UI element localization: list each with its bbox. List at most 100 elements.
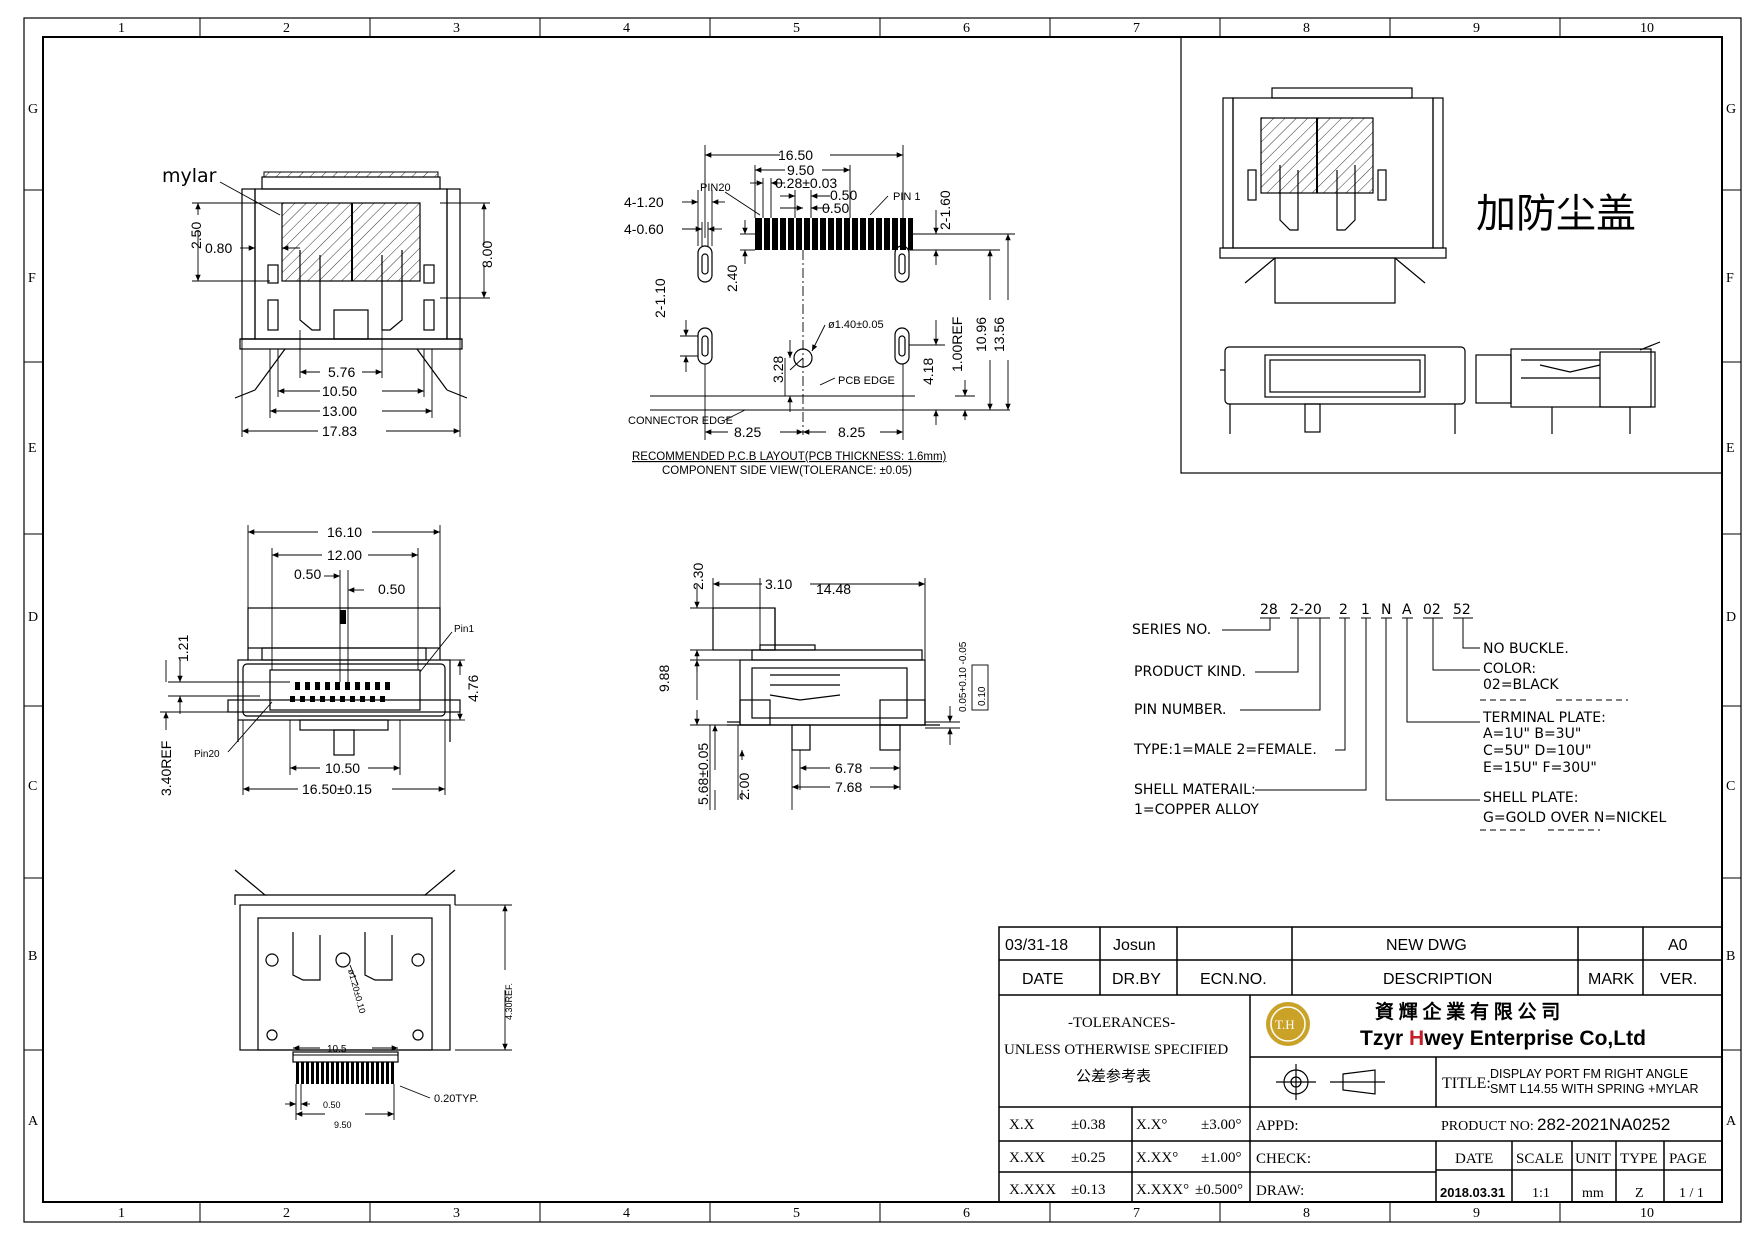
- tol-row2-label: X.XX: [1009, 1150, 1045, 1166]
- projection-symbol: [1276, 1064, 1385, 1100]
- connector-edge-label: CONNECTOR EDGE: [628, 415, 733, 427]
- dim-label: 13.56: [991, 317, 1007, 352]
- view-bottom: 10.5 0.50 9.50 0.20TYP. 4.30REF. ø1.20±0…: [234, 869, 514, 1130]
- tol-row1-value: ±0.38: [1071, 1117, 1105, 1133]
- dim-label: 0.10: [977, 686, 988, 706]
- tol-row2-angle-value: ±1.00°: [1201, 1150, 1241, 1166]
- dim-label: 10.50: [322, 383, 357, 399]
- company-logo: T.H: [1266, 1002, 1310, 1046]
- code-label-color-value: 02=BLACK: [1483, 677, 1559, 693]
- dim-label: 6.78: [835, 760, 862, 776]
- code-label-shell-plate: SHELL PLATE:: [1483, 790, 1578, 806]
- col-label: 6: [963, 21, 970, 36]
- col-label: 8: [1303, 21, 1310, 36]
- dim-label: 13.00: [322, 403, 357, 419]
- dim-label: 0.50: [822, 200, 849, 216]
- check-label: CHECK:: [1256, 1151, 1311, 1167]
- hdr-unit: UNIT: [1575, 1151, 1611, 1167]
- view-side: 2.30 3.10 14.48 9.88 5.68±0.05 2.00 6.78…: [656, 563, 989, 810]
- dim-label: 3.40REF: [158, 741, 174, 796]
- row-label: A: [28, 1114, 39, 1129]
- dim-label: 0.50: [378, 581, 405, 597]
- title-line2: SMT L14.55 WITH SPRING +MYLAR: [1490, 1082, 1699, 1096]
- col-label: 9: [1473, 21, 1480, 36]
- code-segment: N: [1381, 602, 1391, 618]
- col-label: 8: [1303, 1206, 1310, 1221]
- code-label-terminal: TERMINAL PLATE:: [1482, 710, 1606, 726]
- col-label: 5: [793, 21, 800, 36]
- pin20-label: Pin20: [194, 749, 220, 760]
- rev-by: Josun: [1113, 937, 1156, 954]
- val-unit: mm: [1582, 1186, 1604, 1201]
- row-label: D: [1726, 610, 1736, 625]
- header-drby: DR.BY: [1112, 971, 1161, 988]
- col-label: 7: [1133, 21, 1140, 36]
- view-front: 16.10 12.00 0.50 0.50 1.21 4.76 3.40REF …: [158, 524, 481, 797]
- header-mark: MARK: [1588, 971, 1635, 988]
- dim-label: 16.50: [778, 147, 813, 163]
- code-segment: A: [1402, 602, 1412, 618]
- company-name-cn: 資 輝 企 業 有 限 公 司: [1375, 1000, 1560, 1023]
- dim-label: 4.18: [920, 358, 936, 385]
- logo-text: T.H: [1275, 1017, 1295, 1032]
- product-no: 282-2021NA0252: [1537, 1115, 1670, 1134]
- column-labels-top: 1 2 3 4 5 6 7 8 9 10: [118, 21, 1654, 36]
- tol-row2-angle-label: X.XX°: [1136, 1150, 1178, 1166]
- row-label: C: [1726, 779, 1735, 794]
- dim-label: ø1.20±0.10: [346, 968, 367, 1015]
- pcb-caption-line2: COMPONENT SIDE VIEW(TOLERANCE: ±0.05): [662, 465, 912, 477]
- code-label-color: COLOR:: [1483, 661, 1536, 677]
- row-label: A: [1726, 1114, 1737, 1129]
- dim-label: 17.83: [322, 423, 357, 439]
- row-label: F: [28, 271, 36, 286]
- col-label: 1: [118, 1206, 125, 1221]
- title-label: TITLE:: [1442, 1075, 1491, 1092]
- view-top: mylar 2.50 0.80 8.00 5.76 10.50 13.00 17…: [162, 165, 495, 439]
- dim-label: 8.25: [838, 424, 865, 440]
- dust-cover-note: 加防尘盖: [1476, 191, 1636, 236]
- dim-label: 16.10: [327, 524, 362, 540]
- dim-label: 0.50: [294, 566, 321, 582]
- dim-label: 0.50: [323, 1100, 341, 1110]
- rev-version: A0: [1668, 937, 1688, 954]
- dim-label: 10.50: [325, 760, 360, 776]
- pcb-edge-label: PCB EDGE: [838, 375, 895, 387]
- sheet-frame: [23, 17, 1742, 1223]
- code-label-shell: SHELL MATERAIL:: [1134, 782, 1256, 798]
- col-label: 4: [623, 21, 630, 36]
- pin1-label: PIN 1: [893, 191, 921, 203]
- title-line1: DISPLAY PORT FM RIGHT ANGLE: [1490, 1067, 1688, 1081]
- code-segment: 1: [1361, 602, 1370, 618]
- rev-date: 03/31-18: [1005, 937, 1068, 954]
- pcb-caption-line1: RECOMMENDED P.C.B LAYOUT(PCB THICKNESS: …: [632, 451, 947, 463]
- dim-label: 0.28±0.03: [775, 175, 837, 191]
- dim-label: 0.80: [205, 240, 232, 256]
- code-segment: 2-20: [1290, 602, 1322, 618]
- tolerances-title: -TOLERANCES-: [1068, 1015, 1175, 1031]
- row-label: D: [28, 610, 38, 625]
- pin20-label: PIN20: [700, 182, 731, 194]
- tol-row3-label: X.XXX: [1009, 1182, 1056, 1198]
- dim-label: 2-1.60: [937, 190, 953, 230]
- company-name-part3: wey Enterprise Co,Ltd: [1423, 1027, 1646, 1050]
- dim-label: 4.30REF.: [504, 983, 514, 1020]
- col-label: 1: [118, 21, 125, 36]
- code-label-buckle: NO BUCKLE.: [1483, 641, 1569, 657]
- col-label: 3: [453, 21, 460, 36]
- header-description: DESCRIPTION: [1383, 971, 1492, 988]
- col-label: 2: [283, 1206, 290, 1221]
- dim-label: ø1.40±0.05: [828, 319, 884, 331]
- col-label: 5: [793, 1206, 800, 1221]
- code-segment: 02: [1423, 602, 1441, 618]
- part-code: 28 2-20 2 1 N A 02 52 SERIES NO. PR: [1132, 602, 1666, 831]
- dim-label: 5.76: [328, 364, 355, 380]
- dim-label: 2-1.10: [652, 278, 668, 318]
- dim-label: 9.88: [656, 665, 672, 692]
- val-type: Z: [1635, 1186, 1644, 1201]
- dim-label: 3.28: [770, 356, 786, 383]
- val-scale: 1:1: [1532, 1186, 1550, 1201]
- product-no-label: PRODUCT NO:: [1441, 1119, 1534, 1134]
- dim-label: 3.10: [765, 576, 792, 592]
- code-label-terminal-ef: E=15U" F=30U": [1483, 760, 1597, 776]
- tol-row1-label: X.X: [1009, 1117, 1035, 1133]
